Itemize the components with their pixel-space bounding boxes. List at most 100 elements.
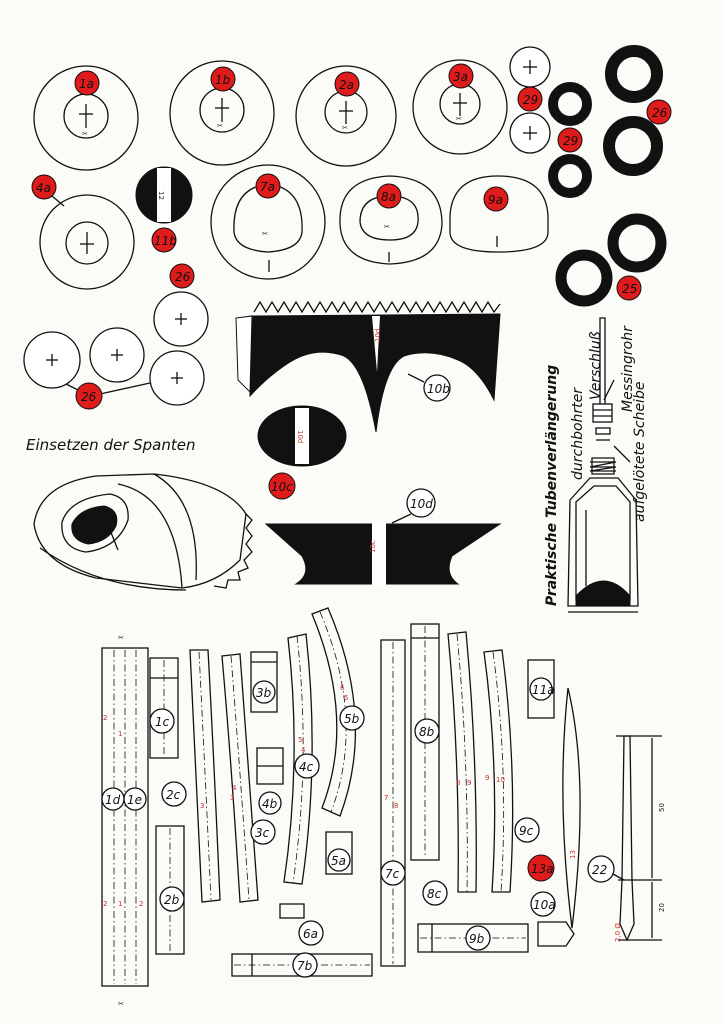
label-4c: 4c: [299, 760, 314, 774]
label-3b: 3b: [256, 686, 272, 700]
strip-1c: 1c: [149, 657, 179, 759]
bulkhead-2a: ✂ 2a: [295, 65, 397, 167]
strip-1d-1e: ✂ ✂ 2 1 2 1 2 1d 1e: [101, 634, 149, 1008]
svg-text:7: 7: [384, 794, 388, 802]
strip-13: 13 13a: [527, 687, 581, 929]
label-1c: 1c: [155, 715, 170, 729]
strip-3c: 4 3 3c: [221, 653, 276, 903]
svg-text:5: 5: [298, 736, 302, 744]
scissors-icon: ✂: [262, 230, 268, 238]
bulkhead-7a: ✂ 7a: [210, 164, 326, 280]
scissors-icon: ✂: [82, 130, 88, 138]
label-26-mid: 26: [175, 270, 191, 284]
strip-10a: 10a: [530, 891, 575, 947]
scissors-icon: ✂: [217, 122, 223, 130]
part-22-pin: 50 20 2,0 Ø 22: [587, 735, 666, 942]
strip-7b: 7b: [231, 952, 373, 978]
label-5b: 5b: [344, 712, 360, 726]
svg-text:5: 5: [344, 694, 348, 702]
svg-text:3: 3: [230, 794, 234, 802]
label-1b: 1b: [215, 73, 231, 87]
svg-text:3: 3: [200, 802, 204, 810]
svg-text:10c: 10c: [369, 540, 377, 553]
svg-text:1: 1: [118, 730, 122, 738]
bulkhead-9a: 9a: [449, 175, 549, 253]
svg-text:8: 8: [394, 802, 398, 810]
strip-5b: 6 5 5b: [311, 607, 365, 817]
strip-6a: 6a: [279, 903, 324, 946]
bulkhead-8a: ✂ 8a: [339, 175, 443, 265]
strip-4b: 4b: [256, 747, 284, 815]
svg-text:2: 2: [103, 714, 107, 722]
svg-text:2: 2: [139, 900, 143, 908]
label-2c: 2c: [166, 788, 181, 802]
label-1e: 1e: [127, 793, 142, 807]
bulkhead-1b: ✂ 1b: [169, 60, 275, 166]
tyre-rings-25: 25: [555, 213, 667, 307]
strip-7c: 7 8 7c: [380, 639, 406, 967]
label-26-top: 26: [652, 106, 668, 120]
svg-text:Messingrohr: Messingrohr: [620, 325, 636, 412]
strip-4c: 5 4 4c: [283, 633, 320, 885]
label-9b: 9b: [469, 932, 485, 946]
label-13a: 13a: [531, 862, 554, 876]
label-10c: 10c: [271, 480, 293, 494]
label-2b: 2b: [164, 893, 180, 907]
svg-text:12: 12: [157, 191, 165, 200]
scissors-icon: ✂: [456, 115, 462, 123]
svg-text:9: 9: [485, 774, 489, 782]
label-22: 22: [592, 863, 607, 877]
strip-9b: 9b: [417, 923, 529, 953]
label-9a: 9a: [488, 193, 503, 207]
strip-2c: 3 2c: [161, 649, 221, 903]
svg-text:aufgelötete Scheibe: aufgelötete Scheibe: [632, 382, 648, 522]
part-10c-oval: 10d 10c: [257, 405, 347, 500]
svg-text:1: 1: [118, 900, 122, 908]
svg-text:50: 50: [658, 803, 666, 812]
svg-text:2: 2: [103, 900, 107, 908]
label-29: 29: [523, 93, 538, 107]
scissors-icon: ✂: [342, 124, 348, 132]
svg-text:2,0 Ø: 2,0 Ø: [614, 923, 622, 942]
svg-text:4: 4: [232, 784, 237, 792]
label-1a: 1a: [79, 77, 94, 91]
page-title: Einsetzen der Spanten: [26, 436, 196, 454]
label-8b: 8b: [419, 725, 435, 739]
svg-text:20: 20: [658, 903, 666, 912]
strip-8b: 8b: [410, 623, 440, 861]
svg-text:4: 4: [301, 746, 306, 754]
label-6a: 6a: [303, 927, 318, 941]
label-10a: 10a: [533, 898, 556, 912]
label-4a: 4a: [36, 181, 51, 195]
tyre-rings-top: 29 26: [548, 45, 672, 198]
tube-extension-note: Praktische Tubenverlängerung durchbohrte…: [544, 325, 648, 606]
strip-8c: 8 9 8c: [422, 631, 477, 906]
label-10d: 10d: [410, 497, 433, 511]
scissors-icon: ✂: [118, 634, 124, 642]
part-10b: 10d 10b: [235, 300, 501, 433]
label-3a: 3a: [453, 70, 468, 84]
bulkhead-11b: 12 11b: [135, 166, 193, 253]
wheels-26: 26 26: [23, 263, 209, 410]
svg-text:10d: 10d: [296, 430, 304, 443]
label-9c: 9c: [519, 824, 534, 838]
svg-text:9: 9: [467, 779, 471, 787]
label-11b: 11b: [154, 234, 177, 248]
strip-11a: 11a: [527, 659, 555, 719]
bulkhead-insertion-drawing: [33, 473, 253, 591]
strip-3b: 3b: [250, 651, 278, 713]
label-10b: 10b: [427, 382, 450, 396]
label-26-low: 26: [81, 390, 97, 404]
label-29b: 29: [563, 134, 578, 148]
disc-29-top: 29: [509, 46, 551, 154]
label-11a: 11a: [532, 683, 555, 697]
label-7b: 7b: [297, 959, 313, 973]
svg-text:8: 8: [456, 779, 460, 787]
svg-text:10d: 10d: [374, 329, 382, 342]
part-10d: 10c 10d: [264, 488, 502, 586]
label-2a: 2a: [339, 78, 354, 92]
label-8c: 8c: [427, 887, 442, 901]
label-7a: 7a: [260, 180, 275, 194]
strip-9c: 9 10 9c: [483, 649, 540, 893]
